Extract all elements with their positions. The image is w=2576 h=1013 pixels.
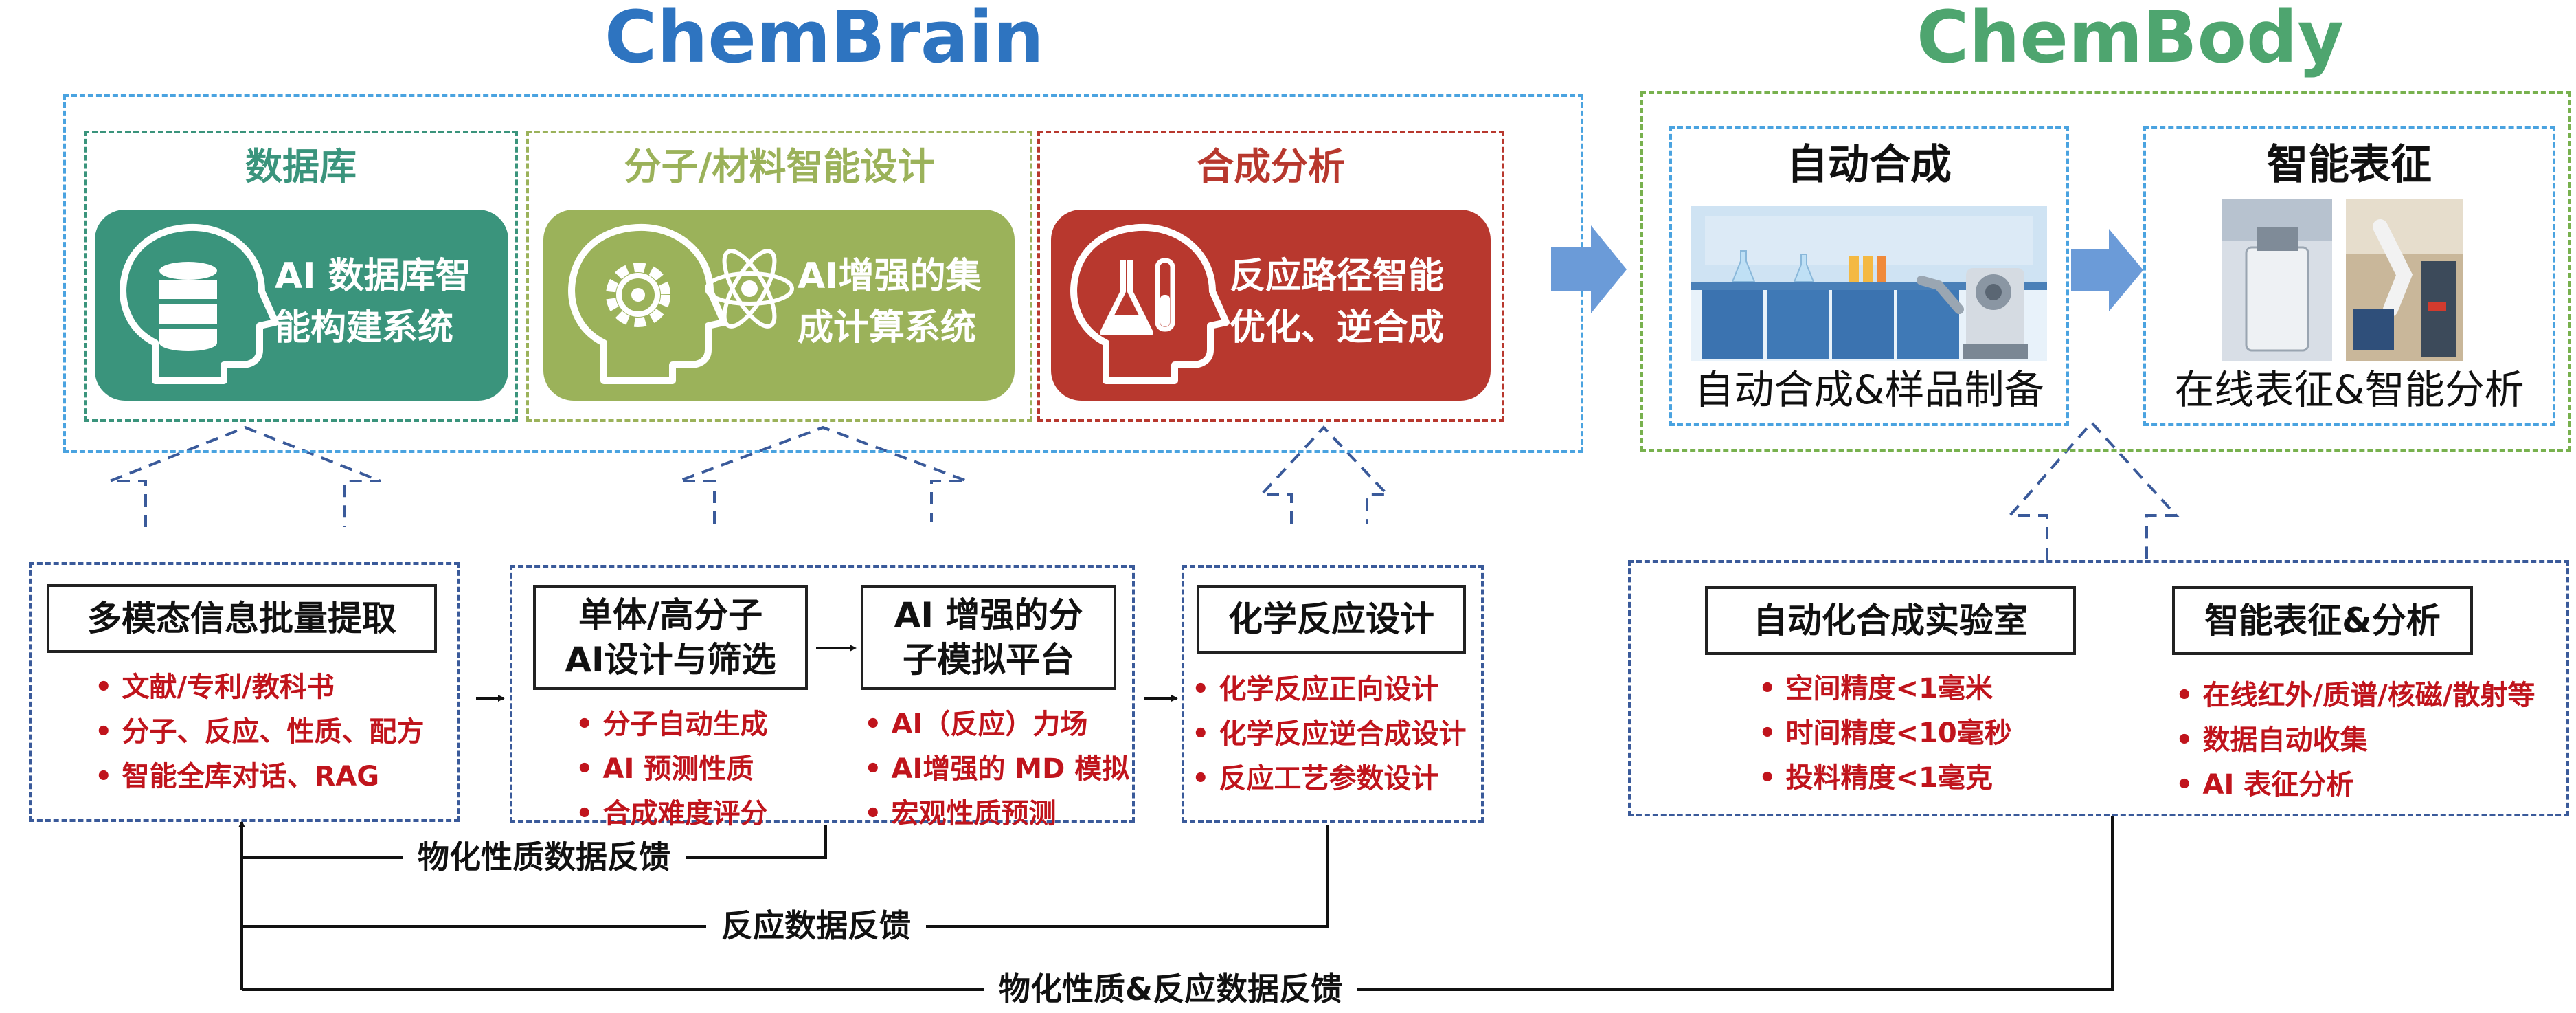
up-arrow-chembody <box>2007 421 2180 560</box>
auto-lab-bullets: 空间精度<1毫米 时间精度<10毫秒 投料精度<1毫克 <box>1759 667 2012 800</box>
feedback-line-reaction <box>242 825 1329 928</box>
chembody-frame <box>1640 91 2571 452</box>
title-line: AI设计与筛选 <box>565 639 776 680</box>
flask-head-icon <box>1070 223 1230 384</box>
card-line: AI增强的集 <box>798 256 982 297</box>
extraction-title: 多模态信息批量提取 <box>47 584 437 653</box>
card-line: 成计算系统 <box>798 307 977 349</box>
brain-to-body-arrow <box>1551 225 1627 313</box>
bullet-item: 宏观性质预测 <box>864 792 1129 836</box>
bullet-item: AI 表征分析 <box>2176 763 2535 808</box>
database-title: 数据库 <box>245 145 357 188</box>
title-line: 子模拟平台 <box>903 639 1074 680</box>
bullet-item: 时间精度<10毫秒 <box>1759 711 2012 756</box>
bullet-item: AI 预测性质 <box>576 747 768 792</box>
bullet-item: 分子、反应、性质、配方 <box>95 710 425 755</box>
bullet-item: 化学反应正向设计 <box>1192 667 1467 712</box>
feedback-label-physical: 物化性质数据反馈 <box>403 841 686 873</box>
auto-lab-title: 自动化合成实验室 <box>1705 586 2076 655</box>
auto-synthesis-panel <box>1669 126 2069 426</box>
bullet-item: 数据自动收集 <box>2176 718 2535 763</box>
bullet-item: 在线红外/质谱/核磁/散射等 <box>2176 674 2535 718</box>
instrument-photos <box>2222 199 2463 361</box>
feedback-label-combined: 物化性质&反应数据反馈 <box>984 973 1358 1005</box>
gear-head-icon <box>568 223 727 384</box>
card-line: 反应路径智能 <box>1230 256 1445 297</box>
bullet-item: 空间精度<1毫米 <box>1759 667 2012 711</box>
title-line: 单体/高分子 <box>578 594 763 635</box>
chembrain-title: ChemBrain <box>605 0 1044 79</box>
synthesis-card: 反应路径智能 优化、逆合成 <box>1051 210 1491 401</box>
atom-icon <box>705 249 794 329</box>
dashed-up-arrows <box>109 421 2180 560</box>
bullet-item: 反应工艺参数设计 <box>1192 757 1467 801</box>
synthesis-title: 合成分析 <box>1197 145 1345 188</box>
bullet-item: 投料精度<1毫克 <box>1759 756 2012 801</box>
bullet-item: AI（反应）力场 <box>864 702 1129 747</box>
reaction-design-module <box>1182 565 1484 823</box>
card-line: 优化、逆合成 <box>1230 307 1445 349</box>
card-line: 能构建系统 <box>275 307 454 349</box>
database-card-text: AI 数据库智 能构建系统 <box>275 251 471 355</box>
up-arrow-synthesis <box>1258 425 1391 524</box>
bullet-item: 智能全库对话、RAG <box>95 755 425 799</box>
feedback-label-reaction: 反应数据反馈 <box>706 910 926 942</box>
database-card: AI 数据库智 能构建系统 <box>95 210 508 401</box>
chembody-modules <box>1628 560 2569 816</box>
up-arrow-database <box>109 425 381 527</box>
bullet-item: AI增强的 MD 模拟 <box>864 747 1130 792</box>
reaction-design-bullets: 化学反应正向设计 化学反应逆合成设计 反应工艺参数设计 <box>1192 667 1467 801</box>
molecular-title: 分子/材料智能设计 <box>624 145 935 188</box>
simulation-bullets: AI（反应）力场 AI增强的 MD 模拟 宏观性质预测 <box>864 702 1130 836</box>
auto-synthesis-caption: 自动合成&样品制备 <box>1694 366 2044 413</box>
synthesis-to-char-arrow <box>2071 229 2143 311</box>
characterization-caption: 在线表征&智能分析 <box>2174 366 2524 413</box>
extraction-bullets: 文献/专利/教科书 分子、反应、性质、配方 智能全库对话、RAG <box>95 665 425 799</box>
bullet-item: 合成难度评分 <box>576 792 768 836</box>
auto-synthesis-title: 自动合成 <box>1787 141 1952 189</box>
synthesis-card-text: 反应路径智能 优化、逆合成 <box>1230 251 1444 355</box>
smart-char-bullets: 在线红外/质谱/核磁/散射等 数据自动收集 AI 表征分析 <box>2176 674 2535 807</box>
molecular-card-text: AI增强的集 成计算系统 <box>798 251 982 355</box>
smart-char-title: 智能表征&分析 <box>2172 586 2473 655</box>
bullet-item: 文献/专利/教科书 <box>95 665 425 710</box>
chembody-title: ChemBody <box>1917 0 2345 79</box>
lab-robot-illustration <box>1691 206 2047 361</box>
feedback-line-combined <box>242 816 2114 991</box>
extraction-module <box>29 562 460 822</box>
card-line: AI 数据库智 <box>275 256 471 297</box>
molecular-card: AI增强的集 成计算系统 <box>543 210 1015 401</box>
database-head-icon <box>120 223 279 384</box>
bullet-item: 化学反应逆合成设计 <box>1192 712 1467 757</box>
molecular-section <box>526 131 1032 422</box>
database-section <box>84 131 518 422</box>
characterization-title: 智能表征 <box>2267 141 2432 189</box>
monomer-bullets: 分子自动生成 AI 预测性质 合成难度评分 <box>576 702 768 836</box>
up-arrow-molecular <box>678 425 968 524</box>
characterization-panel <box>2143 126 2555 426</box>
title-line: AI 增强的分 <box>894 594 1083 635</box>
simulation-title: AI 增强的分子模拟平台 <box>861 585 1116 690</box>
reaction-design-title: 化学反应设计 <box>1197 585 1466 654</box>
bullet-item: 分子自动生成 <box>576 702 768 747</box>
synthesis-section <box>1037 131 1504 422</box>
molecular-module <box>510 565 1135 823</box>
